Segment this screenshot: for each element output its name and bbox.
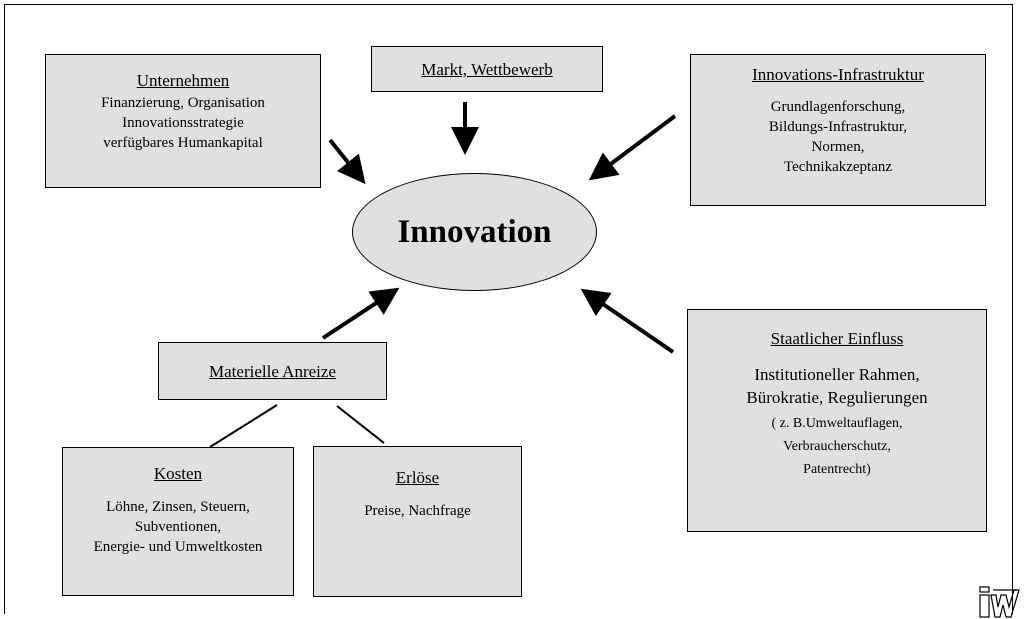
infrastruktur-line: Bildungs-Infrastruktur,	[768, 119, 908, 135]
link-kosten	[209, 404, 278, 448]
title-kosten: Kosten	[153, 464, 203, 483]
arrow-infrastruktur	[588, 114, 677, 181]
box-staat: Staatlicher Einfluss Institutioneller Ra…	[687, 309, 987, 532]
staat-detail-line: ( z. B.Umweltauflagen,	[771, 416, 903, 431]
box-kosten: Kosten Löhne, Zinsen, Steuern, Subventio…	[62, 447, 294, 596]
box-erloese: Erlöse Preise, Nachfrage	[313, 446, 522, 597]
staat-detail-line: Patentrecht)	[803, 462, 871, 477]
iw-logo-icon	[979, 586, 1020, 618]
kosten-line: Löhne, Zinsen, Steuern,	[106, 499, 250, 515]
unternehmen-line: Innovationsstrategie	[122, 115, 244, 131]
box-unternehmen: Unternehmen Finanzierung, Organisation I…	[45, 54, 321, 188]
title-staat: Staatlicher Einfluss	[770, 329, 904, 348]
box-infrastruktur: Innovations-Infrastruktur Grundlagenfors…	[690, 54, 986, 206]
arrow-unternehmen	[328, 138, 366, 185]
diagram-frame	[4, 4, 1013, 614]
title-erloese: Erlöse	[395, 468, 440, 487]
kosten-line: Energie- und Umweltkosten	[93, 539, 263, 555]
unternehmen-line: verfügbares Humankapital	[103, 135, 263, 151]
staat-detail-line: Verbraucherschutz,	[783, 439, 891, 454]
box-anreize: Materielle Anreize	[158, 342, 387, 400]
innovation-label: Innovation	[397, 213, 552, 250]
box-markt: Markt, Wettbewerb	[371, 46, 603, 92]
innovation-node: Innovation	[352, 173, 597, 291]
erloese-line: Preise, Nachfrage	[364, 503, 471, 519]
title-infrastruktur: Innovations-Infrastruktur	[752, 65, 924, 84]
kosten-line: Subventionen,	[134, 519, 222, 535]
staat-line: Institutioneller Rahmen,	[754, 365, 920, 384]
unternehmen-line: Finanzierung, Organisation	[101, 95, 265, 111]
infrastruktur-line: Technikakzeptanz	[783, 159, 893, 175]
infrastruktur-line: Grundlagenforschung,	[770, 99, 906, 115]
title-anreize: Materielle Anreize	[209, 362, 336, 381]
title-unternehmen: Unternehmen	[136, 71, 230, 90]
arrow-staat	[580, 288, 675, 354]
title-markt: Markt, Wettbewerb	[421, 60, 553, 79]
staat-line: Bürokratie, Regulierungen	[746, 388, 928, 407]
link-erloese	[336, 405, 385, 444]
arrow-anreize	[321, 287, 400, 340]
infrastruktur-line: Normen,	[811, 139, 865, 155]
